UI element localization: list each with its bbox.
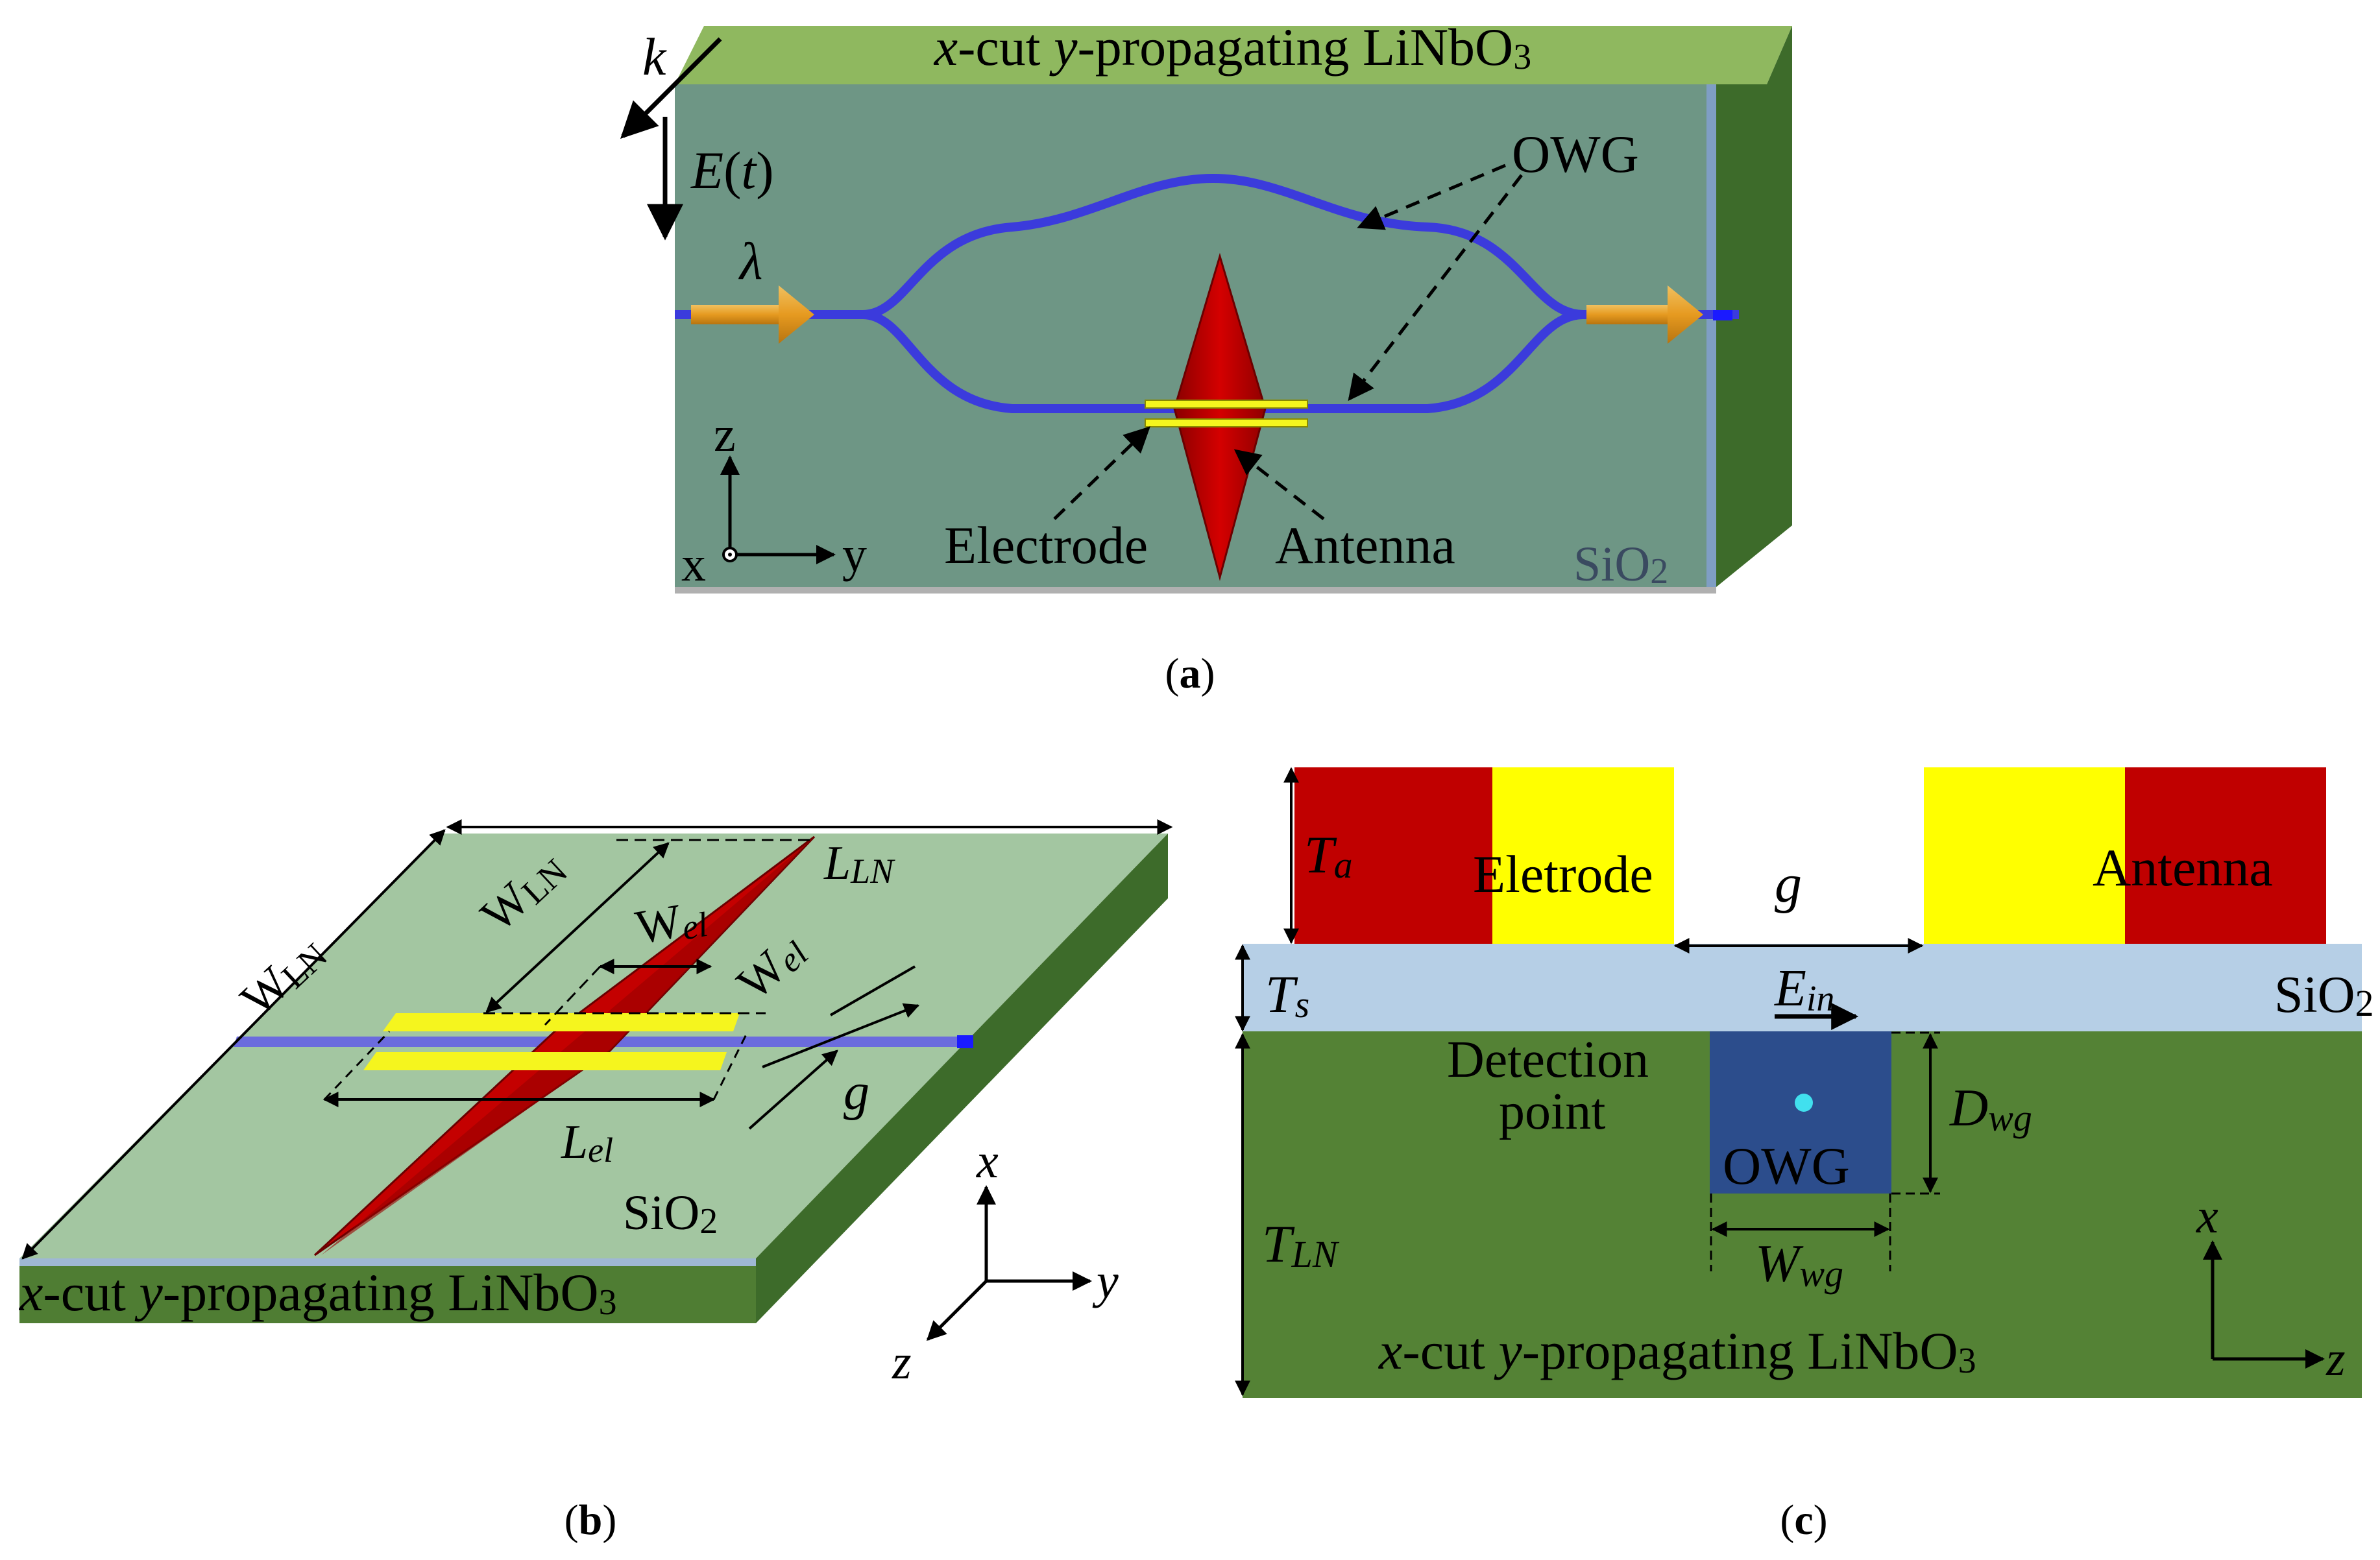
c-owg	[1710, 1031, 1891, 1194]
a-axis-z-label: z	[714, 407, 736, 462]
a-input-arrow	[691, 285, 814, 344]
c-antenna-left	[1294, 767, 1492, 944]
a-substrate-label: x-cut y-propagating LiNbO3	[934, 18, 1532, 77]
c-Ts-label: Ts	[1265, 965, 1309, 1026]
b-dim-g1	[762, 1003, 920, 1068]
a-electrode-label: Electrode	[944, 516, 1148, 575]
c-owg-label: OWG	[1723, 1136, 1850, 1195]
a-substrate-face	[675, 84, 1706, 587]
a-antenna-pointer	[1233, 449, 1325, 520]
a-sio2-label: SiO2	[1573, 537, 1668, 592]
c-detection-label-1: Detection	[1447, 1031, 1649, 1088]
b-dim-left	[21, 829, 446, 1260]
a-antenna	[1173, 252, 1267, 581]
c-detection-point	[1795, 1094, 1813, 1112]
caption-a: (a)	[1165, 650, 1215, 697]
panel-a: x-cut y-propagating LiNbO3 k E(t) λ OWG	[620, 18, 1792, 697]
b-electrode-top	[383, 1013, 740, 1031]
c-Dwg-label: Dwg	[1949, 1078, 2032, 1139]
b-sio2-edge	[19, 1258, 756, 1266]
b-dash-lel-right	[712, 1034, 747, 1100]
a-k-arrow	[620, 37, 722, 139]
a-owg-label: OWG	[1512, 125, 1639, 184]
caption-b: (b)	[565, 1496, 617, 1544]
b-Lel-label: Lel	[561, 1116, 613, 1170]
a-E-label: E(t)	[690, 141, 774, 200]
a-linbo3-top-face	[675, 26, 1792, 84]
a-antenna-label: Antenna	[1275, 516, 1455, 575]
c-axis-z-label: z	[2325, 1332, 2346, 1386]
a-bottom-shadow	[675, 587, 1716, 594]
c-TLN-label: TLN	[1262, 1214, 1340, 1275]
c-g-label: g	[1775, 854, 1802, 914]
b-side-face	[756, 834, 1168, 1323]
c-detection-label-2: point	[1499, 1083, 1605, 1140]
b-dash-lel-left	[323, 1030, 391, 1101]
c-electrode-label: Eletrode	[1473, 845, 1653, 904]
panel-c: Ta Eletrode g Antenna Ts Ein SiO2 Detect…	[1235, 767, 2374, 1544]
a-k-label: k	[642, 27, 667, 86]
b-substrate-label: x-cut y-propagating LiNbO3	[19, 1263, 617, 1323]
a-lambda-label: λ	[738, 232, 763, 291]
caption-c: (c)	[1780, 1496, 1827, 1544]
a-output-end	[1713, 310, 1732, 320]
b-axis-x-label: x	[976, 1134, 999, 1188]
c-electrode-right	[1924, 767, 2125, 944]
a-owg-pointer-1	[1357, 163, 1506, 230]
a-axis-y-label: y	[842, 527, 867, 582]
c-sio2-label: SiO2	[2274, 966, 2374, 1024]
c-Wwg-label: Wwg	[1755, 1234, 1843, 1295]
b-waveguide-end	[957, 1035, 973, 1048]
c-antenna-right	[2125, 767, 2326, 944]
a-owg-pointer-2	[1348, 174, 1523, 402]
b-g-label: g	[844, 1064, 869, 1121]
b-electrode-bottom	[363, 1052, 727, 1070]
c-Ein-label: Ein	[1774, 960, 1834, 1019]
a-axis-x-label: x	[681, 537, 706, 592]
b-axis-z	[926, 1280, 988, 1341]
b-dim-wel2	[830, 965, 916, 1016]
b-dash-wel	[544, 965, 601, 1026]
c-antenna-label: Antenna	[2093, 838, 2273, 897]
c-Ta-label: Ta	[1304, 825, 1353, 886]
b-front-face	[19, 1258, 756, 1323]
c-substrate-label: x-cut y-propagating LiNbO3	[1378, 1321, 1976, 1381]
a-side-face	[1710, 26, 1792, 587]
b-sio2-label: SiO2	[623, 1186, 718, 1242]
b-LLN-label: LLN	[823, 837, 895, 891]
c-axis-x-label: x	[2196, 1189, 2218, 1243]
b-dim-g2	[748, 1050, 838, 1130]
b-axis-y-label: y	[1092, 1254, 1119, 1308]
b-dim-wln-inner	[485, 842, 670, 1013]
b-axis-z-label: z	[892, 1335, 912, 1389]
panel-b: LLN WLN WLN Wel Wel g Lel SiO2 x-cut y-p…	[19, 819, 1173, 1544]
c-electrode-left	[1492, 767, 1674, 944]
a-output-arrow	[1586, 285, 1703, 344]
a-electrode-top	[1145, 400, 1308, 409]
a-electrode-bottom	[1145, 418, 1308, 427]
